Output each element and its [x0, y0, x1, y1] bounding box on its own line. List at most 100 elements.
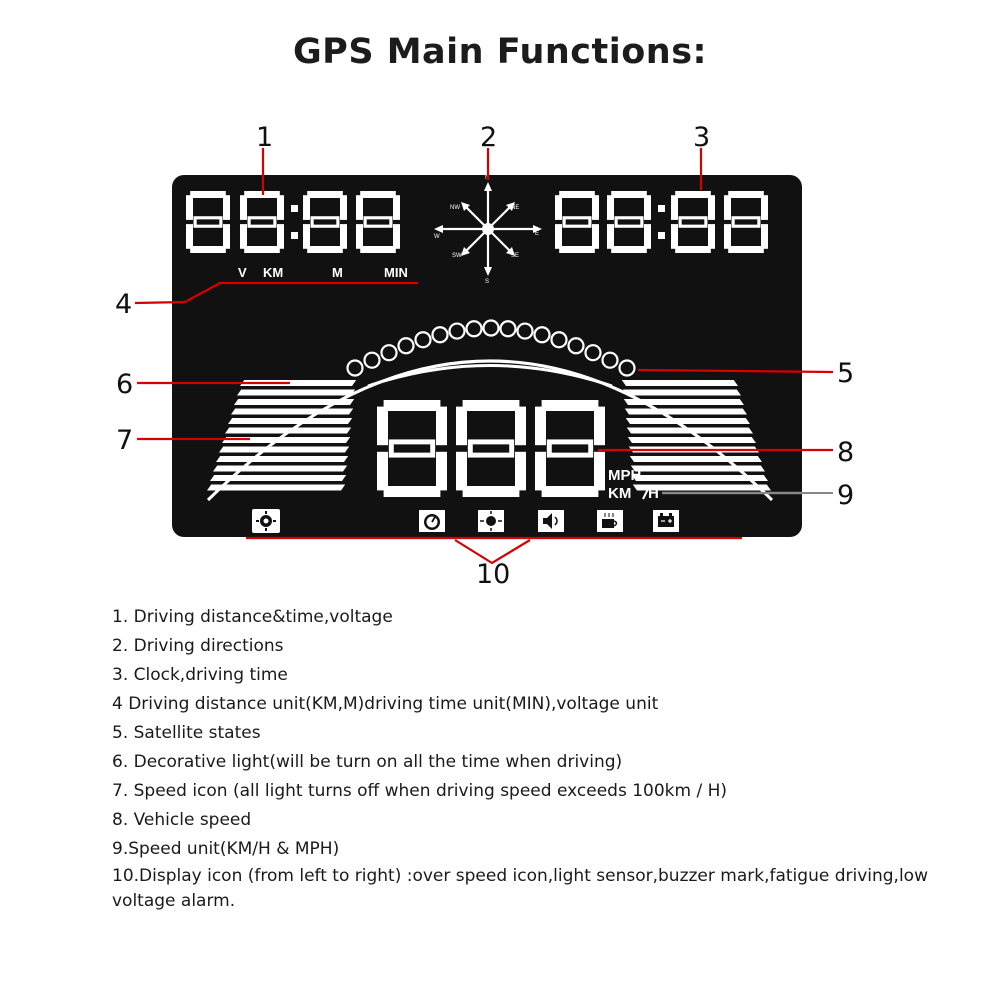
unit-km: KM [263, 265, 283, 280]
speed-bar [210, 475, 347, 481]
speed-bar [626, 427, 753, 434]
speed-bar [234, 399, 355, 405]
speed-bars-left [207, 380, 357, 491]
callout-10: 10 [476, 559, 510, 590]
satellite-indicator [567, 337, 585, 355]
callout-line-5 [637, 368, 834, 374]
speed-bar [225, 427, 352, 434]
vehicle-speed-display [377, 400, 605, 497]
speed-bar [237, 389, 356, 396]
compass-nw: NW [450, 205, 460, 211]
light-sensor-icon [478, 510, 504, 532]
callout-pointer-10 [454, 539, 531, 565]
speed-bar [630, 465, 765, 472]
clock-display [555, 191, 768, 253]
compass-rose-icon: N NE E SE S SW W NW [434, 175, 542, 285]
seven-segment-digit [186, 191, 230, 253]
speed-unit-km: KM [608, 485, 631, 502]
satellite-indicator [533, 326, 551, 344]
callout-4: 4 [115, 289, 132, 320]
callout-8: 8 [837, 437, 854, 468]
satellite-indicator [482, 319, 500, 337]
unit-voltage: V [238, 265, 247, 280]
unit-m: M [332, 265, 343, 280]
hud-diagram: V KM M MIN N NE E SE S SW W NW [115, 122, 854, 590]
seven-segment-digit [377, 400, 447, 497]
seven-segment-digit [724, 191, 768, 253]
page-title: GPS Main Functions: [292, 32, 708, 72]
speed-unit-mph: MPH [608, 467, 641, 484]
satellite-indicator [431, 326, 449, 344]
description-item: 7. Speed icon (all light turns off when … [112, 781, 728, 801]
speed-bar [627, 437, 756, 443]
speed-bar [219, 446, 350, 453]
seven-segment-digit [535, 400, 605, 497]
description-item: 10.Display icon (from left to right) :ov… [112, 866, 928, 911]
compass-w: W [434, 234, 440, 240]
seven-segment-digit [456, 400, 526, 497]
satellite-indicator [397, 337, 415, 355]
speed-bar [240, 380, 357, 386]
over-speed-icon [419, 510, 445, 532]
satellite-indicator [380, 344, 398, 362]
satellite-indicator [516, 322, 534, 340]
callout-line-4 [134, 281, 418, 305]
description-item: 2. Driving directions [112, 636, 284, 656]
callout-6: 6 [116, 369, 133, 400]
satellite-indicator [584, 344, 602, 362]
compass-se: SE [511, 253, 519, 259]
callout-9: 9 [837, 480, 854, 511]
seven-segment-digit [303, 191, 347, 253]
compass-sw: SW [452, 253, 462, 259]
settings-icon [252, 509, 280, 533]
seven-segment-digit [607, 191, 651, 253]
distance-colon [291, 205, 298, 239]
seven-segment-digit [671, 191, 715, 253]
description-item: 5. Satellite states [112, 723, 261, 743]
seven-segment-digit [555, 191, 599, 253]
satellite-indicator [465, 320, 483, 338]
callout-1: 1 [256, 122, 273, 153]
speed-bars-right [621, 380, 771, 491]
distance-time-display [186, 191, 400, 253]
speed-unit-h: H [648, 485, 659, 502]
buzzer-icon [538, 510, 564, 532]
low-voltage-alarm-icon [653, 510, 679, 532]
callout-7: 7 [116, 425, 133, 456]
description-item: 3. Clock,driving time [112, 665, 288, 685]
speed-bar [625, 418, 750, 424]
speed-bar [629, 456, 762, 462]
description-item: 9.Speed unit(KM/H & MPH) [112, 839, 340, 859]
fatigue-driving-icon [597, 510, 623, 532]
description-item: 8. Vehicle speed [112, 810, 252, 830]
unit-min: MIN [384, 265, 408, 280]
clock-colon [658, 205, 665, 239]
description-item: 4 Driving distance unit(KM,M)driving tim… [112, 694, 659, 714]
decorative-inner-arc [367, 364, 613, 388]
speed-bar [213, 465, 348, 472]
speed-bar [621, 380, 738, 386]
speed-bar [231, 408, 354, 415]
function-descriptions: 1. Driving distance&time,voltage 2. Driv… [112, 603, 982, 914]
description-item: 6. Decorative light(will be turn on all … [112, 752, 623, 772]
speed-bar [228, 418, 353, 424]
speed-bar [623, 399, 744, 405]
seven-segment-digit [356, 191, 400, 253]
satellite-indicator [618, 359, 636, 377]
speed-bar [624, 408, 747, 415]
satellite-indicator [550, 331, 568, 349]
speed-bar [632, 484, 771, 491]
callout-3: 3 [693, 122, 710, 153]
satellite-indicator [448, 322, 466, 340]
description-item: 1. Driving distance&time,voltage [112, 607, 393, 627]
speed-bar [631, 475, 768, 481]
satellite-indicator [346, 359, 364, 377]
speed-bar [216, 456, 349, 462]
speed-bar [222, 437, 351, 443]
compass-s: S [485, 279, 489, 285]
callout-5: 5 [837, 358, 854, 389]
speed-bar [207, 484, 346, 491]
satellite-indicator [601, 351, 619, 369]
speed-bar [622, 389, 741, 396]
satellite-status-indicators [346, 319, 636, 377]
